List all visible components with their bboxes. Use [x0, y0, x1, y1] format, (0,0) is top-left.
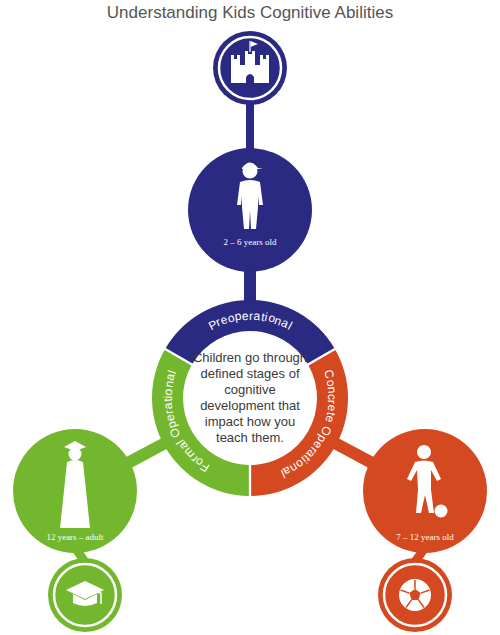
cap-badge: [48, 558, 122, 632]
child-silhouette: [237, 163, 263, 230]
label-glyph: p: [234, 310, 242, 323]
label-glyph: e: [323, 414, 336, 424]
age-label: 12 years – adult: [46, 532, 103, 542]
graduate-silhouette: [60, 441, 90, 528]
stage-connector: [128, 443, 165, 463]
label-glyph: o: [162, 388, 174, 396]
badge-ring: [384, 564, 446, 626]
castle-badge: [213, 31, 287, 105]
badge-circle: [378, 558, 452, 632]
circle-shape: [188, 148, 312, 272]
label-glyph: e: [242, 309, 249, 321]
circle-shape: [184, 332, 316, 464]
stage-connector: [244, 270, 256, 302]
player-silhouette: [407, 445, 448, 518]
cap-icon: [73, 594, 97, 606]
ball-badge: [378, 558, 452, 632]
badge-circle: [213, 31, 287, 105]
castle-icon: [231, 41, 269, 83]
age-circle: 7 – 12 years old: [363, 429, 487, 553]
band-arc: [251, 350, 348, 496]
stage-band: Concrete Operational: [152, 300, 348, 496]
label-glyph: i: [161, 395, 173, 398]
circle-shape: [13, 429, 137, 553]
stage-label: Concrete Operational: [152, 300, 348, 496]
age-label: 7 – 12 years old: [396, 532, 454, 542]
badge-ring: [54, 564, 116, 626]
icon-stem: [246, 100, 254, 152]
badge-ring: [219, 37, 281, 99]
age-circle: 12 years – adult: [13, 429, 137, 553]
label-glyph: c: [326, 394, 338, 400]
label-glyph: o: [325, 378, 338, 387]
label-glyph: t: [161, 399, 173, 403]
center-circle: Children go through defined stages of co…: [184, 332, 316, 464]
label-glyph: r: [326, 400, 338, 405]
castle-door: [246, 74, 254, 83]
band-arc: [152, 350, 249, 496]
label-glyph: a: [162, 402, 175, 410]
label-glyph: a: [253, 310, 261, 323]
ball-icon: [399, 579, 431, 611]
ball-patch: [409, 589, 420, 600]
badge-circle: [48, 558, 122, 632]
center-text: Children go through defined stages of co…: [191, 350, 309, 446]
label-glyph: n: [326, 386, 339, 394]
shape-outline: [152, 300, 348, 496]
age-label: 2 – 6 years old: [224, 237, 277, 247]
ball-seams: [401, 580, 430, 608]
label-glyph: r: [249, 309, 253, 321]
cap-tassel: [85, 590, 101, 604]
diagram-title: Understanding Kids Cognitive Abilities: [0, 3, 500, 23]
age-circle: 2 – 6 years old: [188, 148, 312, 272]
circle-shape: [363, 429, 487, 553]
stage-connector: [335, 443, 372, 463]
shape-outline: [188, 148, 312, 272]
